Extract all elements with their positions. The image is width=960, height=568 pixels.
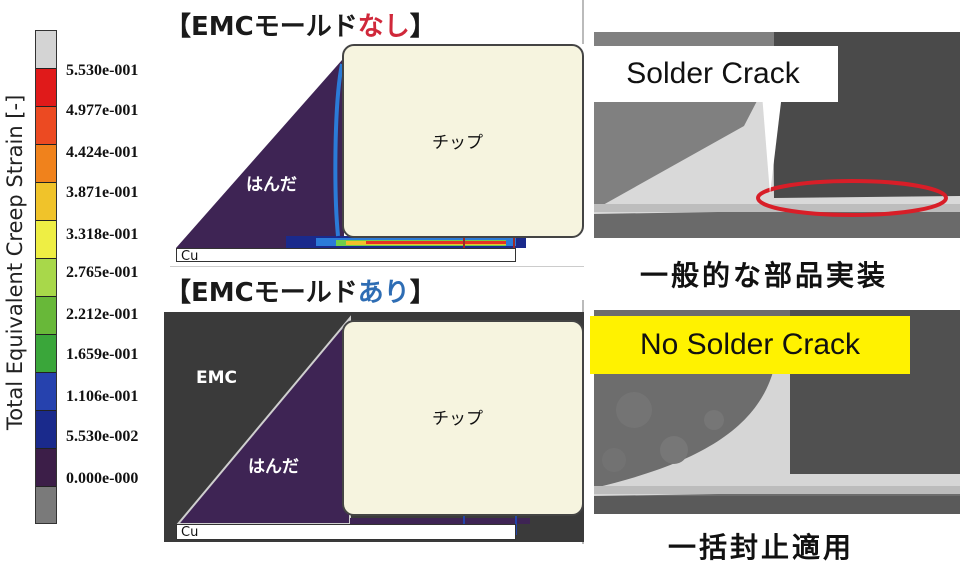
legend-tick: 2.765e-001: [66, 264, 139, 281]
solder-fillet: [176, 60, 344, 248]
chip-label: チップ: [432, 409, 483, 429]
emc-label: EMC: [196, 368, 238, 388]
legend-tick: 5.530e-001: [66, 62, 139, 79]
legend-tick: 5.530e-002: [66, 428, 139, 445]
caption-conventional-mounting: 一般的な部品実装: [640, 259, 889, 292]
legend-tick: 3.318e-001: [66, 226, 139, 243]
crack-highlight-ring: [756, 179, 948, 217]
copper-pad: Cu: [176, 524, 516, 540]
solder-label: はんだ: [246, 175, 297, 195]
callout-no-solder-crack: No Solder Crack: [590, 316, 910, 374]
caption-batch-encapsulation: 一括封止適用: [668, 531, 855, 564]
chip: チップ: [342, 44, 584, 238]
color-swatch: [36, 335, 56, 373]
strain-contour-top: [176, 60, 526, 261]
color-swatch-overflow: [36, 31, 56, 69]
legend-tick: 2.212e-001: [66, 306, 139, 323]
legend-tick: 4.977e-001: [66, 102, 139, 119]
callout-solder-crack: Solder Crack: [588, 46, 838, 102]
color-swatch: [36, 69, 56, 107]
panel-separator: [170, 266, 584, 267]
chip-label: チップ: [432, 133, 483, 153]
solder-label: はんだ: [248, 457, 299, 477]
legend-tick: 1.659e-001: [66, 346, 139, 363]
color-swatch-underflow: [36, 487, 56, 523]
color-swatch: [36, 373, 56, 411]
legend-title: Total Equivalent Creep Strain [-]: [3, 94, 27, 430]
color-swatch: [36, 297, 56, 335]
color-swatch: [36, 145, 56, 183]
legend-tick: 0.000e-000: [66, 470, 139, 487]
panel-heading-without-emc: 【EMCモールドなし】: [165, 12, 436, 42]
solder-fillet: [175, 315, 351, 525]
color-swatch: [36, 107, 56, 145]
chip: チップ: [342, 320, 584, 516]
color-swatch: [36, 259, 56, 297]
copper-pad: Cu: [176, 248, 516, 262]
color-swatch: [36, 411, 56, 449]
legend-tick: 4.424e-001: [66, 144, 139, 161]
color-scale-bar: [35, 30, 57, 524]
color-swatch: [36, 449, 56, 487]
color-swatch: [36, 183, 56, 221]
panel-heading-with-emc: 【EMCモールドあり】: [165, 278, 436, 308]
legend-tick: 1.106e-001: [66, 388, 139, 405]
color-swatch: [36, 221, 56, 259]
legend-tick: 3.871e-001: [66, 184, 139, 201]
